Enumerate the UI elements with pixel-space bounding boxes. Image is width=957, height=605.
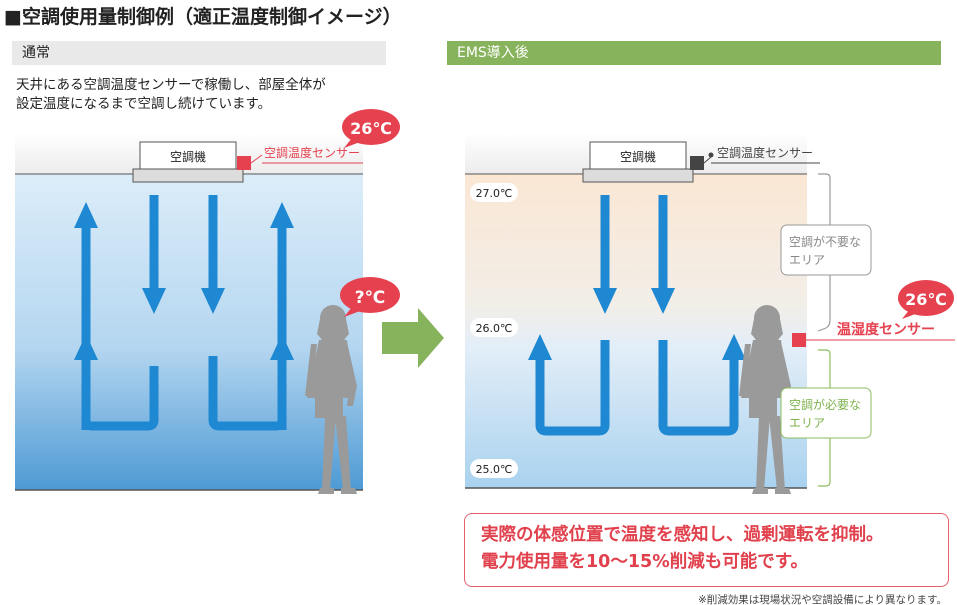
normal-description: 天井にある空調温度センサーで稼働し、部屋全体が 設定温度になるまで空調し続けてい…: [16, 76, 388, 114]
message-line-1: 実際の体感位置で温度を感知し、過剰運転を抑制。: [481, 525, 884, 545]
svg-text:26℃: 26℃: [905, 290, 947, 309]
svg-text:26℃: 26℃: [350, 119, 392, 138]
air-conditioner-left: 空調機: [132, 141, 244, 183]
ac-label-left: 空調機: [170, 149, 206, 164]
svg-text:26.0℃: 26.0℃: [476, 322, 513, 335]
airflow-arrows-right: [535, 195, 739, 436]
svg-text:エリア: エリア: [789, 253, 825, 267]
arrow-heads-right: [528, 288, 746, 360]
ems-header-bar: EMS導入後: [447, 41, 941, 65]
ac-label-right: 空調機: [620, 149, 656, 164]
message-line-2: 電力使用量を10～15%削減も可能です。: [481, 552, 808, 572]
svg-text:エリア: エリア: [789, 416, 825, 430]
temp-label-mid: 26.0℃: [470, 318, 518, 337]
description-line-1: 天井にある空調温度センサーで稼働し、部屋全体が: [16, 77, 326, 93]
question-bubble: ?℃: [340, 277, 400, 317]
sensor-icon-left: [237, 156, 251, 170]
airflow-arrows-left: [81, 195, 287, 431]
normal-header-bar: 通常: [12, 41, 386, 65]
needed-area-label: 空調が必要な エリア: [780, 387, 872, 439]
temp-bubble-right: 26℃: [898, 280, 954, 319]
sensor-label-right: 空調温度センサー: [717, 145, 813, 160]
benefit-message-box: 実際の体感位置で温度を感知し、過剰運転を抑制。 電力使用量を10～15%削減も可…: [464, 513, 949, 587]
air-conditioner-right: 空調機: [582, 141, 694, 183]
arrow-heads-left: [74, 202, 294, 360]
sensor-label-left: 空調温度センサー: [264, 145, 360, 160]
sensor-icon-right: [690, 156, 704, 170]
temp-bubble-left: 26℃: [342, 109, 400, 148]
svg-text:空調が必要な: 空調が必要な: [789, 397, 861, 412]
temp-label-top: 27.0℃: [470, 183, 518, 202]
normal-room-diagram: 空調機 空調温度センサー 26℃: [15, 109, 400, 494]
svg-text:?℃: ?℃: [355, 288, 385, 308]
page-title: ■空調使用量制御例（適正温度制御イメージ）: [4, 6, 402, 28]
description-line-2: 設定温度になるまで空調し続けています。: [16, 96, 272, 112]
unneeded-area-label: 空調が不要な エリア: [780, 224, 872, 276]
room-sensor-icon: [792, 333, 806, 347]
svg-text:空調が不要な: 空調が不要な: [789, 234, 861, 249]
room-sensor-label: 温湿度センサー: [837, 321, 935, 338]
footnote: ※削減効果は現場状況や空調設備により異なります。: [697, 594, 947, 605]
svg-text:25.0℃: 25.0℃: [476, 463, 513, 476]
ems-room-diagram: 空調機 空調温度センサー 27.0℃ 26.0℃ 25.0℃: [465, 133, 955, 494]
transition-arrow: [382, 308, 444, 368]
room-left: [15, 174, 363, 490]
room-right: [465, 174, 807, 488]
svg-text:27.0℃: 27.0℃: [476, 187, 513, 200]
temp-label-bottom: 25.0℃: [470, 459, 518, 478]
